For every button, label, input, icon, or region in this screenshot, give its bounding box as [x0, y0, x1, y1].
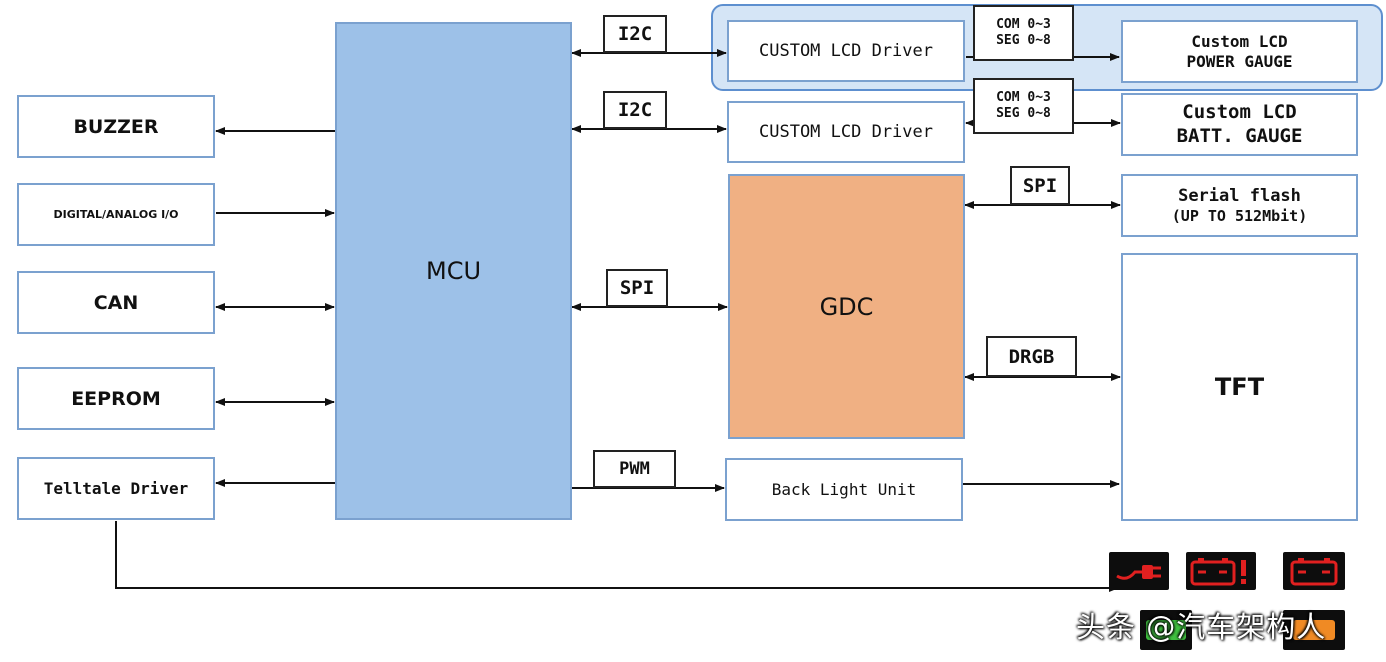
com-2-label: COM 0~3	[996, 89, 1051, 105]
batt-gauge-line1: Custom LCD	[1182, 100, 1297, 123]
telltale-driver-block: Telltale Driver	[17, 457, 215, 520]
plug-warning-icon	[1109, 552, 1169, 590]
i2c-tag-mid: I2C	[603, 91, 667, 129]
can-label: CAN	[93, 291, 139, 314]
telltale-driver-label: Telltale Driver	[43, 479, 189, 498]
eeprom-label: EEPROM	[71, 387, 161, 410]
spi-tag-mcu-gdc-label: SPI	[619, 277, 655, 299]
wire-telltale-icons	[115, 521, 1119, 592]
buzzer-label: BUZZER	[73, 115, 159, 138]
back-light-unit-block: Back Light Unit	[725, 458, 963, 521]
batt-gauge-text: Custom LCD BATT. GAUGE	[1177, 101, 1303, 149]
serial-flash-block: Serial flash (UP TO 512Mbit)	[1121, 174, 1358, 237]
com-seg-tag-2: COM 0~3 SEG 0~8	[973, 78, 1074, 134]
serial-flash-text: Serial flash (UP TO 512Mbit)	[1172, 186, 1307, 226]
watermark: 头条 @汽车架构人	[1076, 610, 1327, 644]
pwm-tag-label: PWM	[619, 459, 650, 479]
seg-1-label: SEG 0~8	[996, 33, 1051, 48]
lcd-driver-2-label: CUSTOM LCD Driver	[759, 122, 933, 142]
spi-tag-gdc-flash-label: SPI	[1022, 174, 1058, 197]
buzzer-block: BUZZER	[17, 95, 215, 158]
i2c-tag-mid-label: I2C	[617, 99, 653, 121]
lcd-driver-1-block: CUSTOM LCD Driver	[727, 20, 965, 82]
tft-block: TFT	[1121, 253, 1358, 521]
batt-gauge-line2: BATT. GAUGE	[1176, 124, 1303, 147]
com-seg-tag-1-text: COM 0~3 SEG 0~8	[996, 17, 1051, 50]
battery-warning-icon	[1186, 552, 1256, 590]
com-seg-tag-2-text: COM 0~3 SEG 0~8	[996, 90, 1051, 123]
batt-gauge-block: Custom LCD BATT. GAUGE	[1121, 93, 1358, 156]
back-light-unit-label: Back Light Unit	[771, 480, 917, 499]
digital-analog-io-label: DIGITAL/ANALOG I/O	[53, 208, 179, 221]
serial-flash-line2: (UP TO 512Mbit)	[1171, 206, 1308, 225]
power-gauge-line1: Custom LCD	[1191, 31, 1288, 51]
power-gauge-line2: POWER GAUGE	[1186, 51, 1293, 71]
power-gauge-block: Custom LCD POWER GAUGE	[1121, 20, 1358, 83]
mcu-label: MCU	[425, 257, 482, 285]
can-block: CAN	[17, 271, 215, 334]
lcd-driver-1-label: CUSTOM LCD Driver	[759, 41, 933, 61]
tft-label: TFT	[1214, 373, 1265, 401]
com-seg-tag-1: COM 0~3 SEG 0~8	[973, 5, 1074, 61]
lcd-driver-2-block: CUSTOM LCD Driver	[727, 101, 965, 163]
mcu-block: MCU	[335, 22, 572, 520]
spi-tag-mcu-gdc: SPI	[606, 269, 668, 307]
seg-2-label: SEG 0~8	[996, 106, 1051, 121]
spi-tag-gdc-flash: SPI	[1010, 166, 1070, 205]
orange-indicator-icon	[1283, 610, 1345, 650]
pwm-tag: PWM	[593, 450, 676, 488]
eeprom-block: EEPROM	[17, 367, 215, 430]
battery-icon	[1283, 552, 1345, 590]
digital-analog-io-block: DIGITAL/ANALOG I/O	[17, 183, 215, 246]
drgb-tag: DRGB	[986, 336, 1077, 377]
i2c-tag-top-label: I2C	[617, 23, 653, 45]
serial-flash-line1: Serial flash	[1178, 185, 1301, 206]
gdc-block: GDC	[728, 174, 965, 439]
drgb-tag-label: DRGB	[1008, 345, 1055, 368]
power-gauge-text: Custom LCD POWER GAUGE	[1187, 32, 1293, 72]
gdc-label: GDC	[819, 292, 874, 321]
com-1-label: COM 0~3	[996, 16, 1051, 32]
i2c-tag-top: I2C	[603, 15, 667, 53]
green-indicator-icon	[1140, 610, 1192, 650]
